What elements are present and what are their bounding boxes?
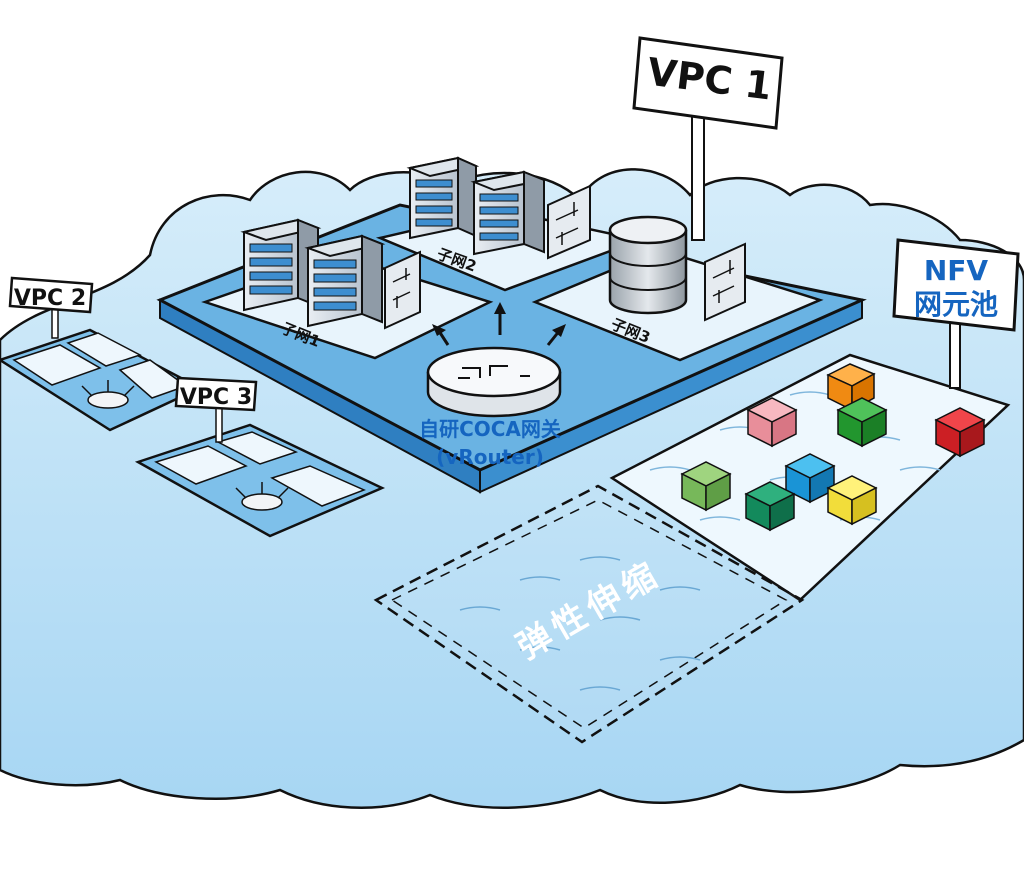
- elastic-scaling-area: 弹性伸缩: [373, 484, 805, 744]
- vpc2-signpost: VPC 2: [8, 276, 94, 339]
- vpc3-signpost: VPC 3: [174, 376, 258, 443]
- vrouter-label-line1: 自研COCA网关: [419, 417, 561, 441]
- server-rack-2a: [406, 156, 480, 240]
- nfv-sign-line1: NFV: [924, 254, 989, 287]
- subnet-3-switch-icon: [704, 242, 746, 322]
- vrouter-label-line2: (vRouter): [436, 445, 544, 469]
- vpc1-signpost: VPC 1: [632, 36, 784, 241]
- nfv-cube-green: [836, 397, 888, 448]
- vpc2-platform: [0, 328, 203, 432]
- nfv-cube-light-green: [680, 461, 732, 512]
- database-icon: [608, 215, 688, 315]
- nfv-cube-teal: [744, 481, 796, 532]
- subnet-1-switch-icon: [384, 250, 421, 330]
- server-rack-2b: [470, 170, 548, 256]
- nfv-cube-pink: [746, 397, 798, 448]
- vpc3-platform: [134, 423, 386, 538]
- nfv-sign-line2: 网元池: [914, 288, 998, 321]
- vpc3-sign-label: VPC 3: [180, 385, 252, 410]
- vpc2-sign-label: VPC 2: [14, 286, 86, 311]
- nfv-cube-yellow: [826, 475, 878, 526]
- nfv-cube-red: [934, 407, 986, 458]
- server-rack-1a: [240, 218, 322, 312]
- vrouter-icon: [426, 302, 566, 418]
- nfv-signpost: NFV 网元池: [892, 238, 1020, 389]
- subnet-2-switch-icon: [547, 184, 591, 260]
- server-rack-1b: [304, 234, 386, 328]
